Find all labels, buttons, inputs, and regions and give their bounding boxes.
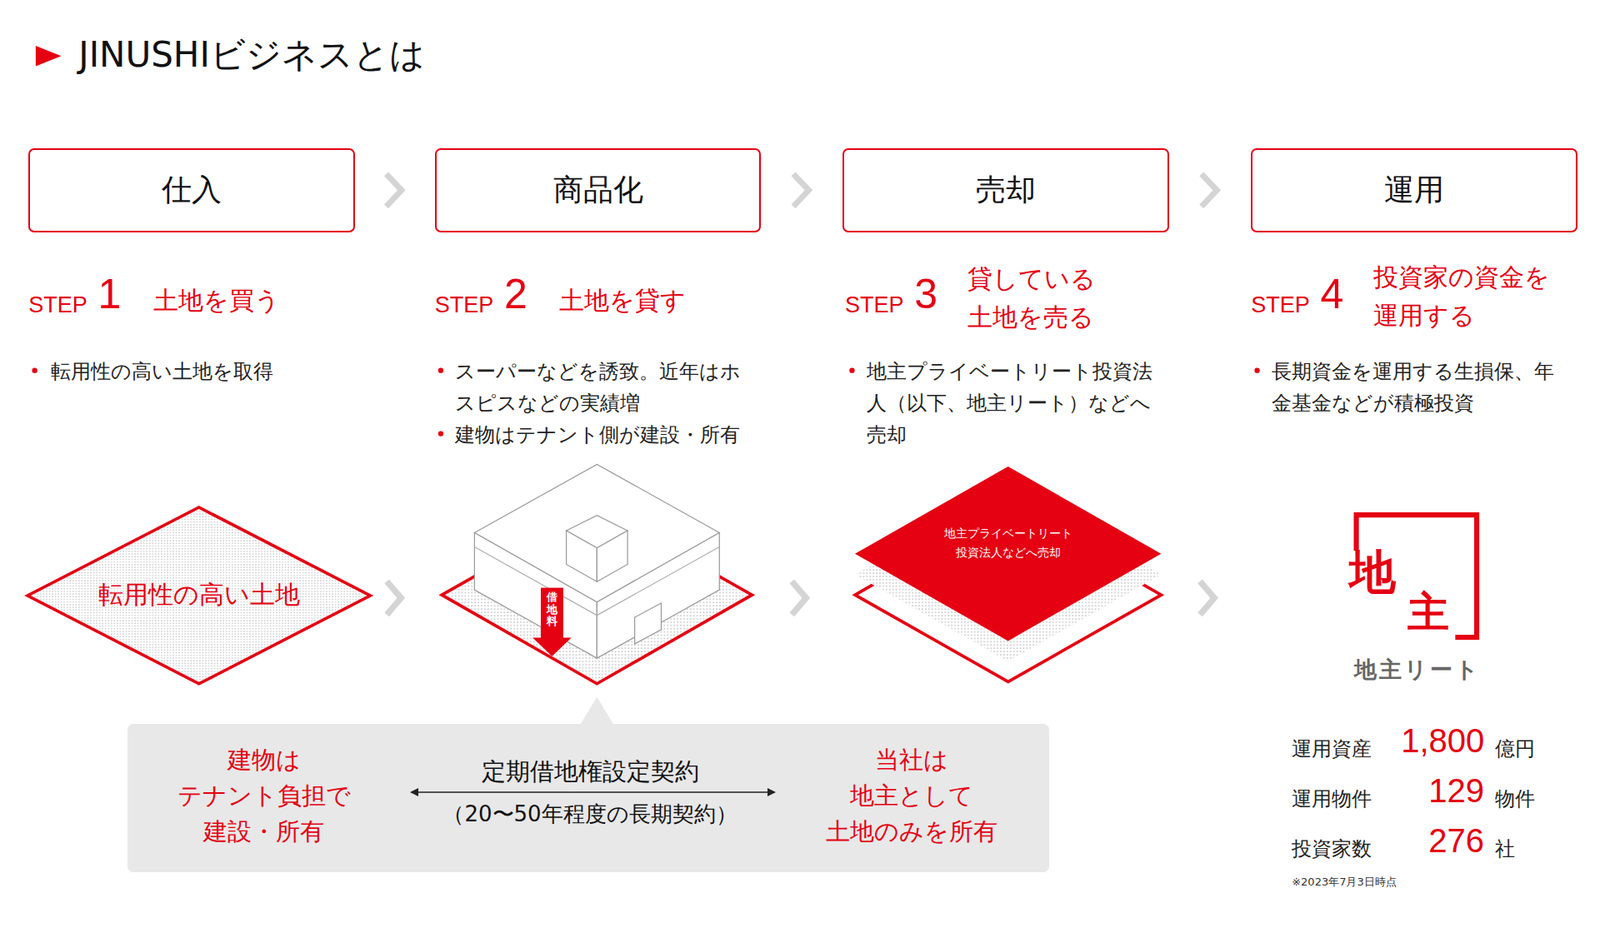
logo-name: 地主リート — [1354, 655, 1481, 685]
process-label: 仕入 — [161, 170, 222, 211]
connector-track — [760, 190, 843, 191]
bullet-dot — [1254, 367, 1260, 373]
step-title: 土地を貸す — [559, 285, 686, 317]
step-number: 3 — [914, 271, 938, 318]
bullet-text: 建物はテナント側が建設・所有 — [455, 419, 744, 451]
step-title: 投資家の資金を 運用する — [1373, 258, 1565, 335]
arrow-line — [413, 792, 773, 795]
footnote: ※2023年7月3日時点 — [1291, 875, 1397, 890]
process-label: 運用 — [1384, 170, 1445, 211]
stat-label: 運用物件 — [1291, 786, 1372, 812]
contract-term: （20〜50年程度の長期契約） — [381, 801, 799, 828]
callout-text: 当社は 地主として 土地のみを所有 — [817, 742, 1005, 850]
diamond-fill — [855, 466, 1161, 641]
stat-label: 投資家数 — [1291, 836, 1372, 862]
stat-value: 1,800 — [1400, 722, 1485, 760]
title-marker — [35, 45, 62, 66]
step-tag: STEP — [28, 291, 88, 320]
chevron — [389, 584, 402, 613]
bullet-dot — [438, 430, 444, 436]
diamond-label: 転用性の高い土地 — [98, 578, 300, 613]
chevron-head — [795, 175, 809, 205]
arrow-head — [410, 788, 419, 797]
bullet-text: 長期資金を運用する生損保、年金基金などが積極投資 — [1271, 355, 1560, 420]
rent-arrow — [540, 588, 564, 640]
step-number: 2 — [504, 271, 528, 318]
building-illustration — [441, 464, 752, 684]
reit-diamond: 地主プライベートリート 投資法人などへ売却 — [855, 466, 1161, 641]
bullet-text: スーパーなどを誘致。近年はホスピスなどの実績増 — [455, 355, 744, 420]
flow-chevron — [355, 175, 435, 205]
process-label: 売却 — [975, 170, 1036, 211]
stat-value: 129 — [1428, 772, 1485, 810]
connector-track — [355, 190, 435, 191]
diamond-outline — [27, 507, 370, 685]
contract-callout: 建物は テナント負担で 建設・所有定期借地権設定契約 （20〜50年程度の長期契約… — [127, 724, 1050, 873]
process-box: 商品化 — [435, 148, 762, 234]
land-diamond: 転用性の高い土地 — [27, 507, 370, 685]
stat-value: 276 — [1428, 822, 1485, 860]
diamond-label: 地主プライベートリート 投資法人などへ売却 — [935, 524, 1081, 563]
process-box: 運用 — [1250, 148, 1578, 234]
stat-unit: 億円 — [1495, 736, 1535, 762]
callout-text: 建物は テナント負担で 建設・所有 — [170, 742, 358, 850]
chevron — [794, 584, 807, 613]
step-title: 貸している 土地を売る — [967, 260, 1135, 337]
flow-chevron — [760, 175, 843, 205]
chevron — [1201, 584, 1215, 613]
bullet-dot — [31, 367, 37, 373]
callout-pointer — [580, 697, 615, 726]
roof-unit — [596, 530, 628, 582]
building-door — [635, 603, 662, 645]
step-tag: STEP — [435, 291, 495, 320]
flow-chevron — [1169, 175, 1251, 205]
connector-track — [1169, 190, 1251, 191]
step-tag: STEP — [1250, 291, 1310, 320]
logo-glyph: 主 — [1407, 591, 1450, 634]
bullet-text: 地主プライベートリート投資法人（以下、地主リート）などへ売却 — [866, 355, 1155, 451]
chevron-head — [1203, 175, 1217, 205]
page-title: JINUSHIビジネスとは — [78, 33, 425, 78]
step-tag: STEP — [845, 291, 905, 320]
bullet-text: 転用性の高い土地を取得 — [50, 355, 340, 388]
process-box: 仕入 — [28, 148, 355, 234]
process-box: 売却 — [842, 148, 1170, 234]
chevron-head — [388, 175, 402, 205]
logo-glyph: 地 — [1349, 549, 1396, 596]
step-number: 1 — [98, 271, 122, 318]
rent-label: 借地料 — [546, 591, 558, 628]
step-title: 土地を買う — [153, 285, 280, 317]
stat-unit: 社 — [1495, 836, 1515, 862]
roof-unit — [566, 530, 598, 582]
bullet-dot — [438, 367, 444, 373]
rent-arrow-head — [532, 638, 572, 657]
step-number: 4 — [1320, 271, 1344, 318]
stat-unit: 物件 — [1495, 786, 1535, 812]
bullet-dot — [849, 367, 855, 373]
reit-logo: 地主 — [1349, 510, 1480, 641]
stat-label: 運用資産 — [1291, 736, 1372, 762]
arrow-head — [767, 788, 776, 797]
contract-name: 定期借地権設定契約 — [381, 757, 799, 787]
process-label: 商品化 — [553, 170, 644, 211]
